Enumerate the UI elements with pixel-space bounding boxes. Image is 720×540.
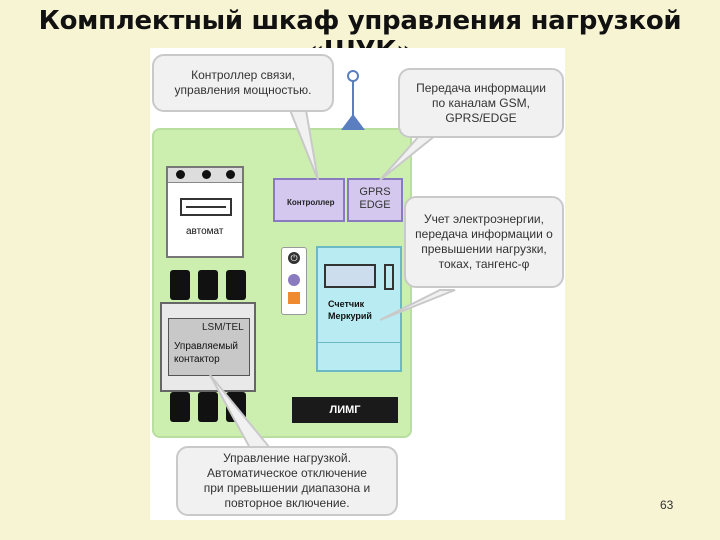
contactor-bottom-terminals <box>168 392 248 424</box>
contactor-face <box>168 318 250 376</box>
antenna-mast <box>352 78 354 120</box>
terminal <box>198 392 218 422</box>
gprs-label: GPRS EDGE <box>359 186 391 211</box>
indicator-panel: ⏻ <box>281 247 307 315</box>
callout-load-text: Управление нагрузкой. Автоматическое отк… <box>203 451 371 510</box>
meter-divider <box>318 342 400 343</box>
gprs-module: GPRS EDGE <box>347 178 403 222</box>
meter-button <box>384 264 394 290</box>
circuit-breaker: автомат <box>166 166 244 258</box>
energy-meter: Счетчик Меркурий <box>316 246 402 372</box>
contactor-label: Управляемый контактор <box>174 341 238 365</box>
contactor-top-terminals <box>170 270 250 304</box>
meter-label: Счетчик Меркурий <box>328 299 372 321</box>
power-icon: ⏻ <box>288 252 300 264</box>
controller-label: Контроллер <box>287 198 335 207</box>
controller-module: Контроллер <box>273 178 345 222</box>
screw-icon <box>226 170 235 179</box>
breaker-label: автомат <box>186 226 224 237</box>
callout-gsm: Передача информации по каналам GSM, GPRS… <box>398 68 564 138</box>
callout-meter-text: Учет электроэнергии, передача информации… <box>415 212 553 271</box>
meter-display <box>324 264 376 288</box>
antenna-icon <box>347 70 359 82</box>
callout-gsm-text: Передача информации по каналам GSM, GPRS… <box>416 80 546 125</box>
callout-controller: Контроллер связи, управления мощностью. <box>152 54 334 112</box>
screw-icon <box>202 170 211 179</box>
screw-icon <box>176 170 185 179</box>
limg-label: ЛИМГ <box>292 397 398 423</box>
callout-meter: Учет электроэнергии, передача информации… <box>404 196 564 288</box>
contactor-code: LSM/TEL <box>202 322 244 333</box>
breaker-slot <box>180 198 232 216</box>
antenna-base <box>341 114 365 130</box>
terminal <box>226 270 246 300</box>
controlled-contactor: LSM/TEL Управляемый контактор <box>160 302 256 392</box>
terminal <box>226 392 246 422</box>
terminal <box>170 392 190 422</box>
alarm-indicator <box>288 292 300 304</box>
page-number: 63 <box>660 498 674 512</box>
terminal <box>170 270 190 300</box>
callout-load: Управление нагрузкой. Автоматическое отк… <box>176 446 398 516</box>
callout-controller-text: Контроллер связи, управления мощностью. <box>174 68 312 97</box>
status-led <box>288 274 300 286</box>
terminal <box>198 270 218 300</box>
